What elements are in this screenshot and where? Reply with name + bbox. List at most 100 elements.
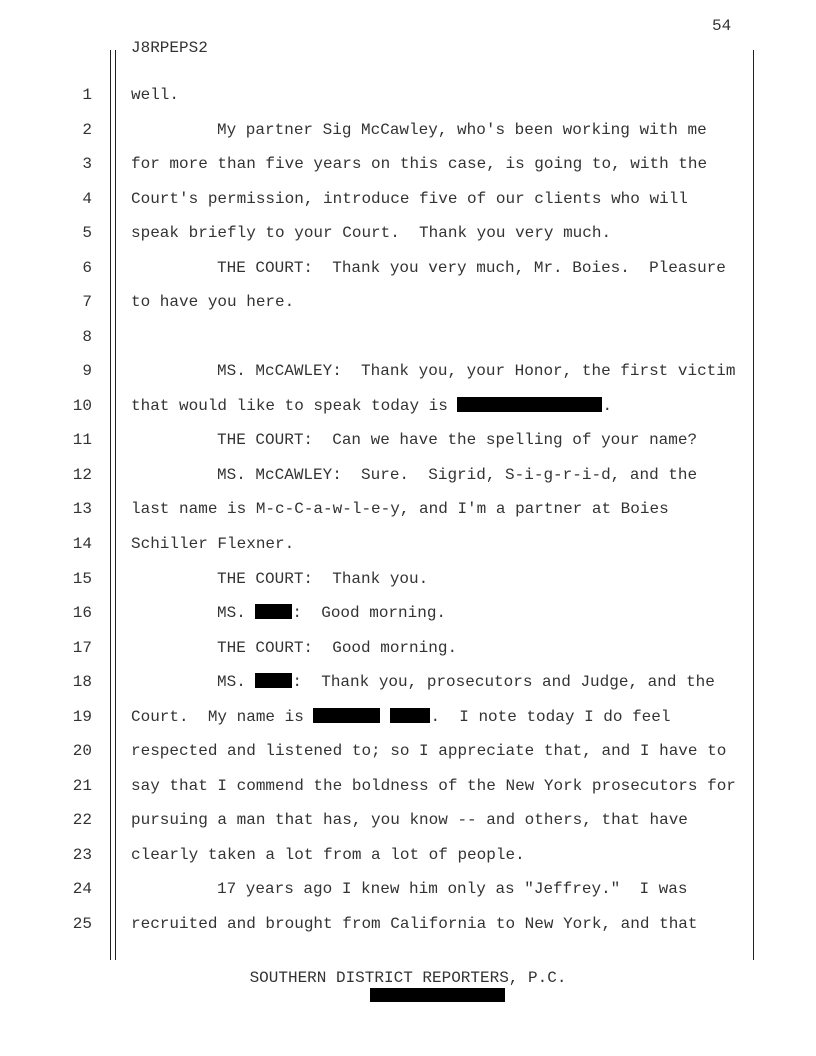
- line-text: well.: [131, 85, 179, 105]
- line-number: 7: [82, 293, 92, 312]
- transcript-line: 6 THE COURT: Thank you very much, Mr. Boi…: [0, 258, 816, 278]
- line-number: 1: [82, 86, 92, 104]
- line-number: 25: [72, 914, 92, 933]
- text-segment: to have you here.: [131, 293, 295, 312]
- line-number: 3: [82, 155, 92, 174]
- transcript-line: 17 THE COURT: Good morning.: [0, 638, 816, 658]
- text-segment: : Good morning.: [292, 604, 447, 623]
- line-text: THE COURT: Can we have the spelling of y…: [217, 430, 697, 450]
- line-text: THE COURT: Thank you.: [217, 569, 428, 589]
- line-number: 10: [72, 396, 92, 415]
- line-number: 14: [72, 535, 92, 554]
- transcript-line: 19 Court. My name is . I note today I do …: [0, 707, 816, 727]
- text-segment: MS.: [217, 673, 256, 692]
- text-segment: MS.: [217, 604, 256, 623]
- footer-reporter: SOUTHERN DISTRICT REPORTERS, P.C.: [249, 969, 567, 987]
- text-segment: THE COURT: Thank you.: [217, 569, 429, 588]
- text-segment: for more than five years on this case, i…: [131, 155, 708, 174]
- line-number: 8: [82, 327, 92, 346]
- transcript-line: 23 clearly taken a lot from a lot of peop…: [0, 845, 816, 865]
- redaction-box: [313, 707, 381, 723]
- text-segment: THE COURT: Can we have the spelling of y…: [217, 431, 698, 450]
- redaction-box: [390, 707, 431, 723]
- left-margin-rule-inner: [115, 50, 116, 960]
- transcript-line: 10 that would like to speak today is .: [0, 396, 816, 416]
- line-number: 22: [72, 811, 92, 830]
- text-segment: last name is M-c-C-a-w-l-e-y, and I'm a …: [131, 500, 669, 519]
- text-segment: 17 years ago I knew him only as "Jeffrey…: [217, 880, 688, 899]
- line-text: say that I commend the boldness of the N…: [131, 776, 736, 796]
- case-id: J8RPEPS2: [131, 39, 208, 57]
- text-segment: . I note today I do feel: [430, 707, 671, 726]
- line-number: 2: [82, 120, 92, 139]
- transcript-line: 22 pursuing a man that has, you know -- a…: [0, 810, 816, 830]
- text-segment: respected and listened to; so I apprecia…: [131, 742, 727, 761]
- text-segment: pursuing a man that has, you know -- and…: [131, 811, 688, 830]
- text-segment: MS. McCAWLEY: Sure. Sigrid, S-i-g-r-i-d,…: [217, 465, 698, 484]
- line-number: 19: [72, 707, 92, 726]
- transcript-line: 4 Court's permission, introduce five of o…: [0, 189, 816, 209]
- line-number: 17: [72, 638, 92, 657]
- line-number: 23: [72, 845, 92, 864]
- text-segment: Court's permission, introduce five of ou…: [131, 189, 688, 208]
- text-segment: : Thank you, prosecutors and Judge, and …: [292, 673, 715, 692]
- line-text: to have you here.: [131, 292, 294, 312]
- text-segment: Schiller Flexner.: [131, 535, 295, 554]
- redaction-box: [370, 988, 505, 1002]
- text-segment: MS. McCAWLEY: Thank you, your Honor, the…: [217, 362, 736, 381]
- text-segment: Court. My name is: [131, 707, 314, 726]
- transcript-line: 9 MS. McCAWLEY: Thank you, your Honor, th…: [0, 361, 816, 381]
- line-number: 21: [72, 776, 92, 795]
- line-text: Court. My name is . I note today I do fe…: [131, 707, 670, 727]
- line-text: pursuing a man that has, you know -- and…: [131, 810, 688, 830]
- line-text: THE COURT: Good morning.: [217, 638, 457, 658]
- redaction-box: [255, 604, 293, 620]
- line-number: 4: [82, 189, 92, 208]
- line-number: 9: [82, 362, 92, 381]
- line-text: that would like to speak today is .: [131, 396, 612, 416]
- text-segment: speak briefly to your Court. Thank you v…: [131, 224, 612, 243]
- line-text: MS. McCAWLEY: Sure. Sigrid, S-i-g-r-i-d,…: [217, 465, 697, 485]
- line-text: 17 years ago I knew him only as "Jeffrey…: [217, 879, 687, 899]
- transcript-line: 7 to have you here.: [0, 292, 816, 312]
- transcript-line: 3 for more than five years on this case, …: [0, 154, 816, 174]
- transcript-line: 21 say that I commend the boldness of the…: [0, 776, 816, 796]
- redaction-box: [255, 673, 293, 689]
- line-number: 11: [72, 431, 92, 450]
- redaction-box: [457, 396, 603, 412]
- line-number: 15: [72, 569, 92, 588]
- transcript-line: 5 speak briefly to your Court. Thank you …: [0, 223, 816, 243]
- line-text: clearly taken a lot from a lot of people…: [131, 845, 525, 865]
- transcript-line: 8: [0, 327, 816, 347]
- text-segment: clearly taken a lot from a lot of people…: [131, 845, 525, 864]
- page-number: 54: [712, 17, 732, 35]
- transcript-line: 11 THE COURT: Can we have the spelling of…: [0, 430, 816, 450]
- line-text: for more than five years on this case, i…: [131, 154, 707, 174]
- line-text: My partner Sig McCawley, who's been work…: [217, 120, 707, 140]
- line-text: last name is M-c-C-a-w-l-e-y, and I'm a …: [131, 499, 669, 519]
- text-segment: My partner Sig McCawley, who's been work…: [217, 120, 707, 139]
- transcript-line: 15 THE COURT: Thank you.: [0, 569, 816, 589]
- text-segment: say that I commend the boldness of the N…: [131, 776, 736, 795]
- line-text: Schiller Flexner.: [131, 534, 294, 554]
- transcript-line: 18 MS. : Thank you, prosecutors and Judge…: [0, 672, 816, 692]
- line-text: Court's permission, introduce five of ou…: [131, 189, 688, 209]
- left-margin-rule: [110, 50, 111, 960]
- transcript-line: 14 Schiller Flexner.: [0, 534, 816, 554]
- line-text: THE COURT: Thank you very much, Mr. Boie…: [217, 258, 726, 278]
- transcript-line: 1 well.: [0, 85, 816, 105]
- line-text: recruited and brought from California to…: [131, 914, 698, 934]
- line-number: 18: [72, 673, 92, 692]
- line-text: MS. : Thank you, prosecutors and Judge, …: [217, 672, 715, 692]
- text-segment: THE COURT: Thank you very much, Mr. Boie…: [217, 258, 726, 277]
- transcript-line: 2 My partner Sig McCawley, who's been wor…: [0, 120, 816, 140]
- line-number: 5: [82, 224, 92, 243]
- text-segment: that would like to speak today is: [131, 396, 458, 415]
- line-number: 16: [72, 604, 92, 623]
- transcript-line: 16 MS. : Good morning.: [0, 603, 816, 623]
- line-number: 6: [82, 258, 92, 277]
